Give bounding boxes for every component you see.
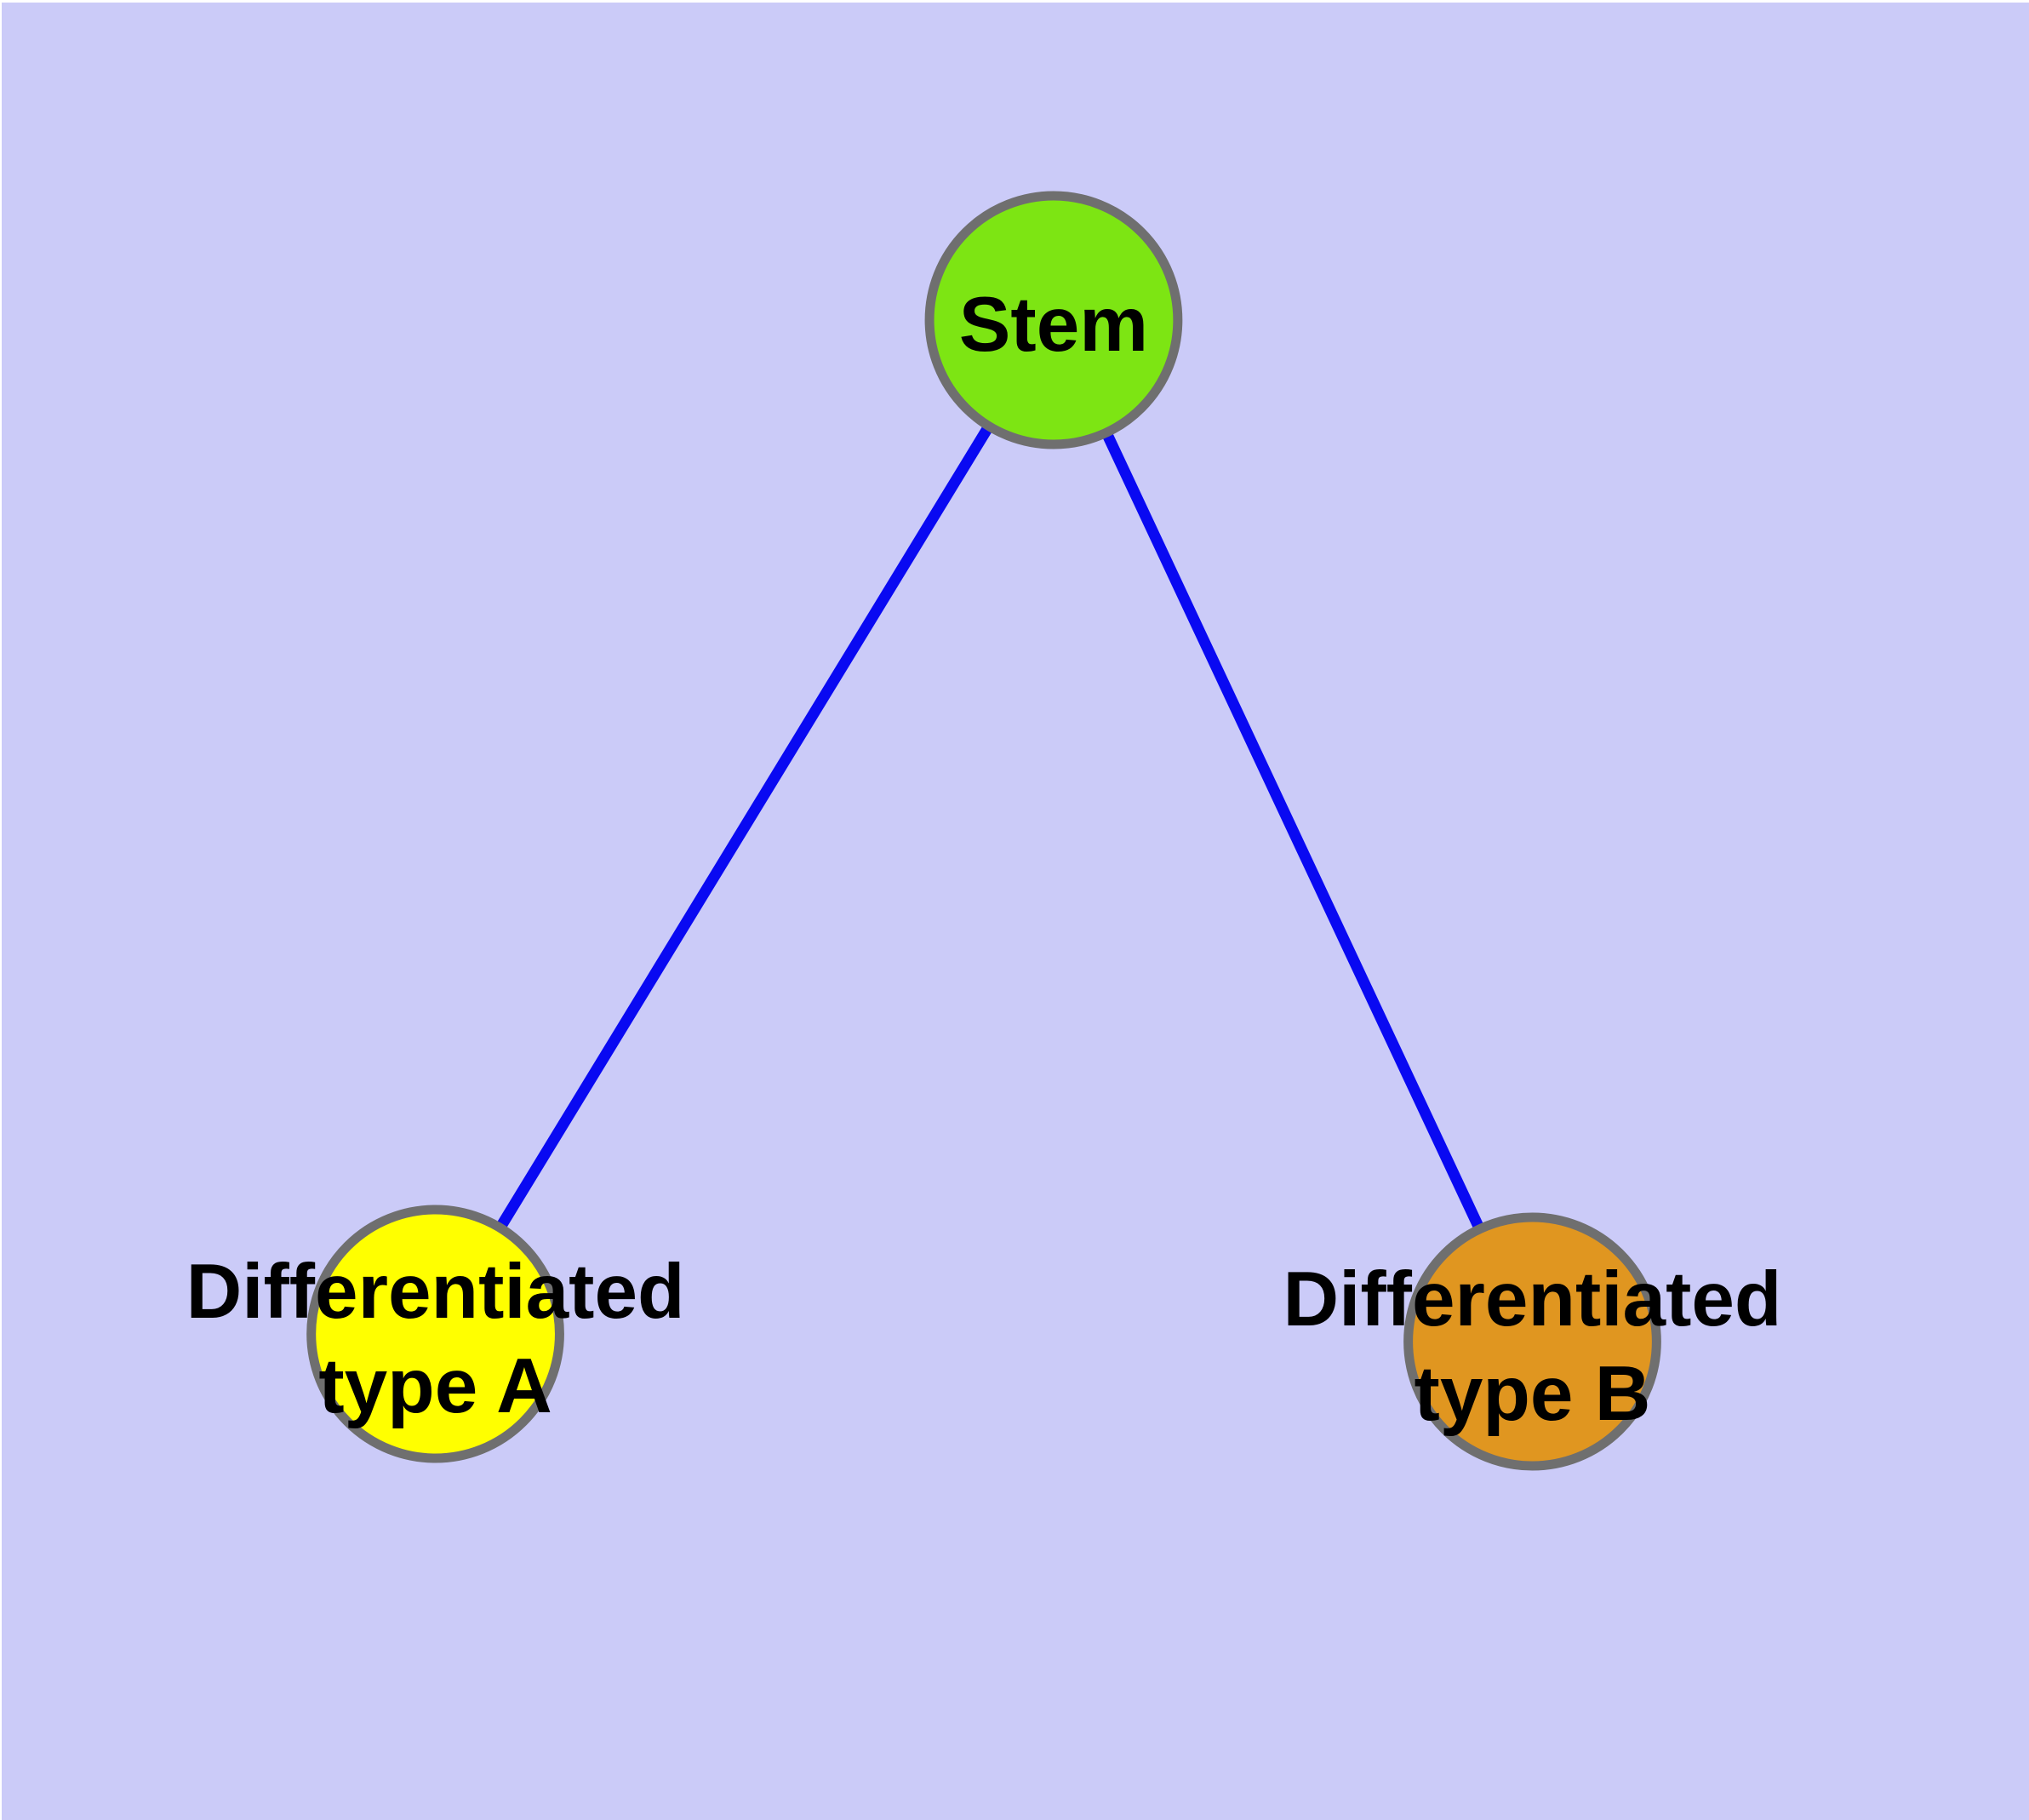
node-stem (924, 191, 1183, 449)
graph-diagram: Stem Differentiated type A Differentiate… (186, 191, 1781, 1471)
node-type-b-label-line2: type B (1415, 1351, 1651, 1437)
node-differentiated-type-b (1403, 1212, 1661, 1471)
node-differentiated-type-a (306, 1205, 564, 1463)
edge-stem-to-type-b (1049, 318, 1538, 1344)
node-stem-label: Stem (959, 282, 1148, 368)
node-type-a-label-line2: type A (318, 1343, 552, 1429)
node-type-b-label-line1: Differentiated (1283, 1256, 1781, 1342)
node-type-a-label-line1: Differentiated (186, 1249, 685, 1335)
edge-stem-to-type-a (431, 317, 1059, 1337)
diagram-canvas: Stem Differentiated type A Differentiate… (2, 3, 2029, 1820)
